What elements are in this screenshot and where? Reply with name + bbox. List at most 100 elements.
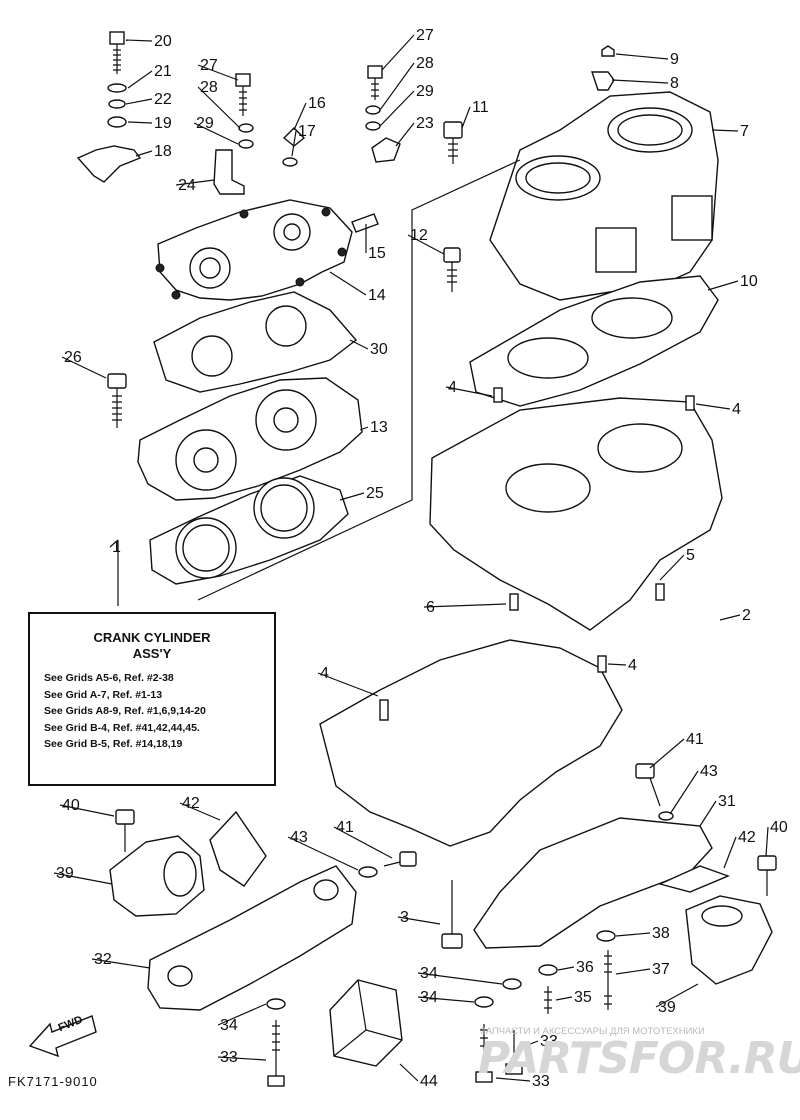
callout-leader bbox=[293, 102, 307, 131]
callout-leader bbox=[193, 122, 239, 145]
callout-number-43: 43 bbox=[700, 763, 718, 780]
callout-number-22: 22 bbox=[154, 91, 172, 108]
fitting-15-icon bbox=[351, 213, 379, 233]
callout-number-29: 29 bbox=[416, 83, 434, 100]
clamp-24-icon bbox=[213, 149, 245, 195]
callout-leader bbox=[557, 966, 575, 971]
cover-bolt-hole bbox=[295, 277, 305, 287]
callout-leader bbox=[381, 34, 415, 71]
callout-leader bbox=[495, 1077, 531, 1082]
callout-leader bbox=[127, 121, 153, 124]
leader-assembly-frame bbox=[197, 159, 521, 601]
washer-22-icon bbox=[108, 99, 126, 109]
callout-leader bbox=[125, 39, 153, 42]
lower-crankcase-icon bbox=[319, 639, 623, 847]
dowel-pin-4a-icon bbox=[493, 387, 503, 403]
callout-number-32: 32 bbox=[94, 951, 112, 968]
callout-number-18: 18 bbox=[154, 143, 172, 160]
callout-leader bbox=[711, 129, 739, 132]
reference-line: See Grid B-4, Ref. #41,42,44,45. bbox=[44, 721, 200, 734]
reference-title-line1: CRANK CYLINDER bbox=[93, 630, 211, 645]
washer-34a-icon bbox=[502, 978, 522, 990]
callout-number-4: 4 bbox=[628, 657, 637, 674]
callout-leader bbox=[417, 996, 475, 1003]
callout-leader bbox=[329, 271, 367, 296]
bolt-41b-icon bbox=[383, 851, 417, 867]
callout-leader bbox=[59, 804, 115, 817]
callout-number-24: 24 bbox=[178, 177, 196, 194]
callout-number-10: 10 bbox=[740, 273, 758, 290]
callout-leader bbox=[197, 86, 241, 129]
callout-number-1: 1 bbox=[112, 539, 121, 556]
washer-17-icon bbox=[282, 157, 298, 167]
watermark-logo: PARTSFOR.RU bbox=[478, 1033, 800, 1084]
cylinder-exhaust-port-left bbox=[595, 227, 637, 273]
reference-line: See Grids A5-6, Ref. #2-38 bbox=[44, 672, 174, 684]
callout-number-41: 41 bbox=[336, 819, 354, 836]
bolt-33b-icon bbox=[475, 1024, 493, 1083]
cylinder-exhaust-port-right bbox=[671, 195, 713, 241]
callout-number-25: 25 bbox=[366, 485, 384, 502]
bolt-16-icon bbox=[282, 127, 306, 147]
callout-number-3: 3 bbox=[400, 909, 409, 926]
callout-number-34: 34 bbox=[420, 965, 438, 982]
bolt-26-icon bbox=[107, 373, 127, 428]
gasket-25-bore-right-inner bbox=[260, 484, 308, 532]
callout-leader bbox=[399, 1063, 419, 1082]
dowel-pin-5-icon bbox=[655, 583, 665, 601]
callout-leader bbox=[615, 932, 651, 937]
callout-leader bbox=[217, 1003, 267, 1026]
screw-9-icon bbox=[601, 45, 615, 57]
callout-number-26: 26 bbox=[64, 349, 82, 366]
gasket-30-port-left bbox=[191, 335, 233, 377]
clip-8-icon bbox=[591, 71, 615, 91]
cover-bolt-hole bbox=[155, 263, 165, 273]
callout-leader bbox=[379, 62, 415, 111]
washer-34c-icon bbox=[266, 998, 286, 1010]
callout-leader bbox=[655, 983, 699, 1008]
bolt-27b-icon bbox=[367, 65, 383, 100]
washer-38-icon bbox=[596, 930, 616, 942]
callout-number-17: 17 bbox=[298, 123, 316, 140]
grommet-19-icon bbox=[107, 116, 127, 128]
callout-leader bbox=[423, 603, 507, 608]
callout-leader bbox=[317, 672, 379, 697]
callout-number-33: 33 bbox=[540, 1033, 558, 1050]
washer-36-icon bbox=[538, 964, 558, 976]
cover-port-right-inner bbox=[283, 223, 301, 241]
callout-number-28: 28 bbox=[200, 79, 218, 96]
callout-number-33: 33 bbox=[220, 1049, 238, 1066]
callout-number-42: 42 bbox=[738, 829, 756, 846]
callout-leader bbox=[417, 972, 503, 985]
callout-number-34: 34 bbox=[220, 1017, 238, 1034]
gasket-30-port-right bbox=[265, 305, 307, 347]
callout-number-27: 27 bbox=[416, 27, 434, 44]
reference-line: See Grids A8-9, Ref. #1,6,9,14-20 bbox=[44, 705, 206, 717]
callout-leader bbox=[125, 98, 153, 105]
callout-leader bbox=[611, 79, 669, 84]
callout-number-38: 38 bbox=[652, 925, 670, 942]
callout-leader bbox=[669, 770, 699, 815]
callout-number-4: 4 bbox=[448, 379, 457, 396]
bolt-33a-icon bbox=[267, 1020, 285, 1087]
cover-44-edges bbox=[333, 979, 403, 1057]
head-plug-right bbox=[273, 407, 299, 433]
callout-leader bbox=[615, 53, 669, 60]
callout-number-28: 28 bbox=[416, 55, 434, 72]
callout-number-39: 39 bbox=[56, 865, 74, 882]
gasket-30-icon bbox=[153, 291, 358, 393]
washer-29b-icon bbox=[365, 121, 381, 131]
callout-number-5: 5 bbox=[686, 547, 695, 564]
callout-leader bbox=[407, 234, 445, 255]
callout-number-27: 27 bbox=[200, 57, 218, 74]
reference-lines: See Grids A5-6, Ref. #2-38 See Grid A-7,… bbox=[44, 670, 274, 753]
callout-number-43: 43 bbox=[290, 829, 308, 846]
bracket-18-icon bbox=[76, 145, 142, 183]
crankcase-bore-right bbox=[597, 423, 683, 473]
callout-leader bbox=[659, 554, 685, 581]
callout-leader bbox=[197, 64, 239, 81]
callout-leader bbox=[607, 663, 627, 666]
callout-number-42: 42 bbox=[182, 795, 200, 812]
bolt-3-icon bbox=[441, 880, 463, 949]
callout-number-15: 15 bbox=[368, 245, 386, 262]
